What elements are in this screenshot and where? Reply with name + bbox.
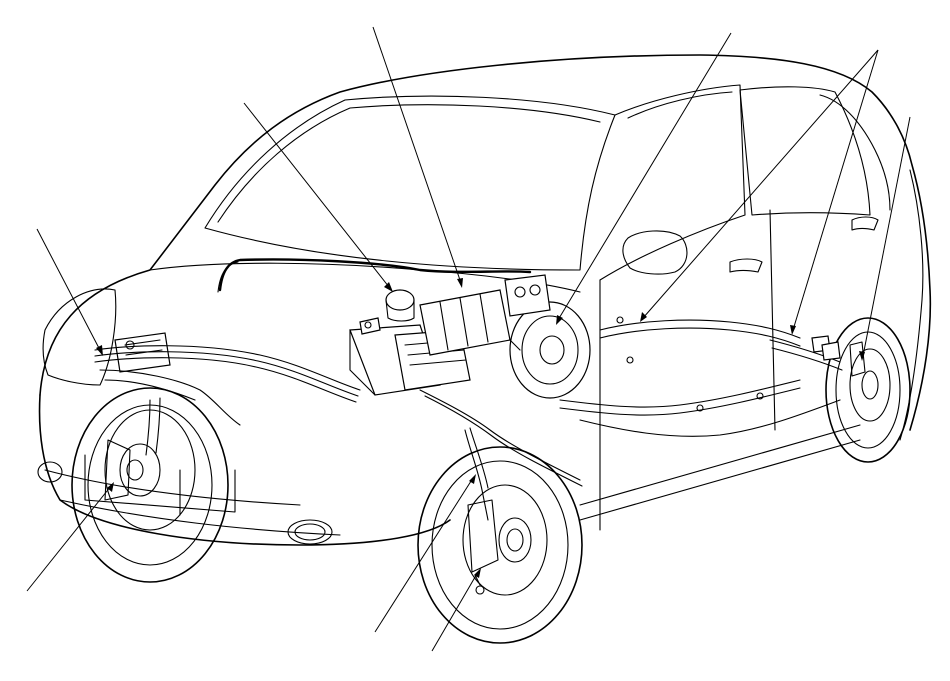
callout-leader-9 <box>431 568 481 652</box>
callout-leader-6 <box>859 116 911 361</box>
callout-leader-4 <box>556 32 732 325</box>
callout-leaders <box>26 26 911 652</box>
brake-lines <box>94 258 843 521</box>
callout-leader-8 <box>374 474 476 633</box>
callout-leader-3 <box>372 26 463 288</box>
front-right-wheel <box>417 446 583 644</box>
callout-leader-7 <box>26 482 114 592</box>
callout-leader-5 <box>640 49 879 335</box>
engine-bay-components <box>114 274 591 399</box>
callout-leader-2 <box>243 102 393 292</box>
callout-leader-1 <box>36 228 103 356</box>
rear-right-wheel <box>825 317 911 463</box>
